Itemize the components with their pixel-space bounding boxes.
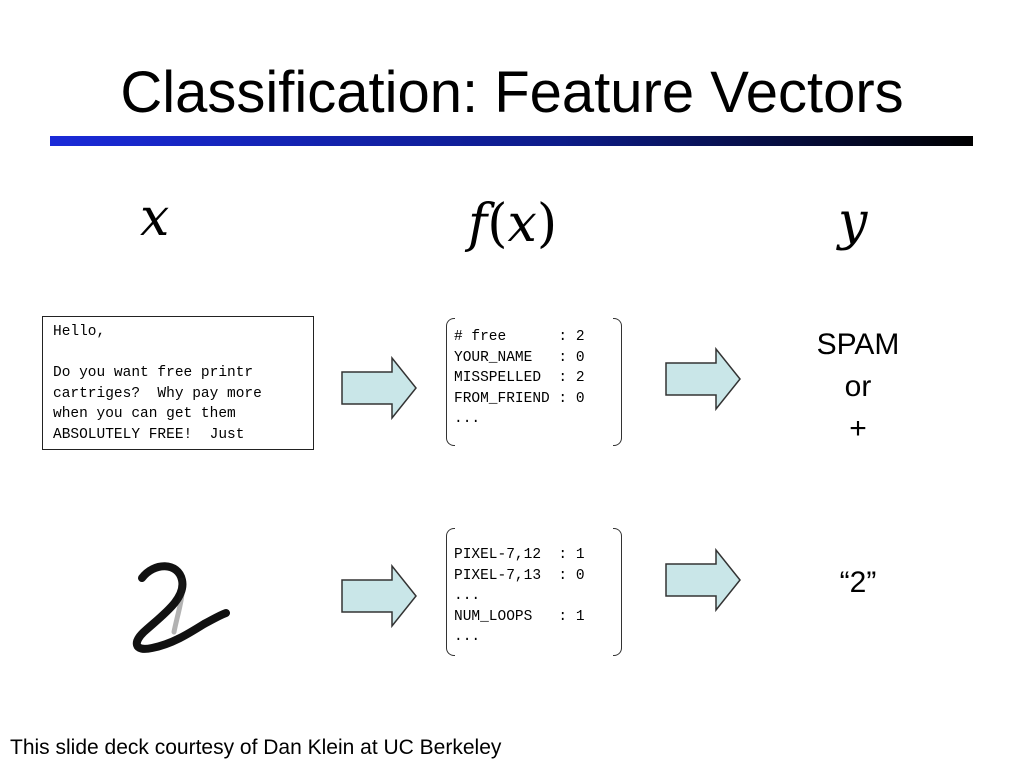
arrow-right-icon xyxy=(341,564,417,628)
email-text-line: cartriges? Why pay more xyxy=(53,385,262,402)
handwritten-digit-2-image xyxy=(133,562,230,653)
arrow-right-icon xyxy=(341,356,417,420)
footer-credit: This slide deck courtesy of Dan Klein at… xyxy=(10,736,502,759)
email-text-line: ABSOLUTELY FREE! Just xyxy=(53,426,245,443)
left-bracket xyxy=(446,318,455,446)
email-label-output: SPAM or + xyxy=(798,324,918,450)
email-feature-list: # free : 2 YOUR_NAME : 0 MISSPELLED : 2 FRO… xyxy=(454,318,622,430)
plus-label: + xyxy=(849,412,867,445)
arrow-right-icon xyxy=(665,548,741,612)
email-text-line: when you can get them xyxy=(53,406,236,422)
right-bracket xyxy=(613,528,622,656)
email-feature-line: FROM_FRIEND : 0 xyxy=(454,390,585,407)
arrow-right-icon xyxy=(665,347,741,411)
column-header-y: y xyxy=(838,192,868,252)
title-underline xyxy=(50,136,973,146)
digit-label-output: “2” xyxy=(839,566,877,599)
email-feature-line: # free : 2 xyxy=(454,329,585,345)
spam-label: SPAM xyxy=(816,328,900,361)
email-feature-line: ... xyxy=(454,411,481,427)
digit-feature-list: PIXEL-7,12 : 1 PIXEL-7,13 : 0... NUM_LOOPS… xyxy=(454,528,622,648)
column-header-fx: f(x) xyxy=(468,194,558,254)
email-text-line: Do you want free printr xyxy=(53,365,254,381)
digit-feature-line: PIXEL-7,12 : 1 xyxy=(454,547,585,563)
digit-feature-line: ... xyxy=(454,588,481,604)
digit-feature-line: PIXEL-7,13 : 0 xyxy=(454,567,585,584)
digit-feature-vector: PIXEL-7,12 : 1 PIXEL-7,13 : 0... NUM_LOOPS… xyxy=(446,528,622,656)
right-bracket xyxy=(613,318,622,446)
email-feature-line: MISSPELLED : 2 xyxy=(454,370,585,386)
column-header-x: x xyxy=(140,188,170,248)
email-text-line: Hello, xyxy=(53,324,106,340)
slide-title: Classification: Feature Vectors xyxy=(120,60,904,125)
email-feature-line: YOUR_NAME : 0 xyxy=(454,349,585,366)
email-text: Hello, Do you want free printr cartriges?… xyxy=(53,322,313,445)
digit-feature-line: NUM_LOOPS : 1 xyxy=(454,608,585,625)
email-feature-vector: # free : 2 YOUR_NAME : 0 MISSPELLED : 2 FRO… xyxy=(446,318,622,446)
digit-feature-line: ... xyxy=(454,629,481,645)
email-text-line xyxy=(53,343,313,364)
left-bracket xyxy=(446,528,455,656)
email-text-box: Hello, Do you want free printr cartriges?… xyxy=(42,316,314,450)
or-label: or xyxy=(844,370,872,403)
